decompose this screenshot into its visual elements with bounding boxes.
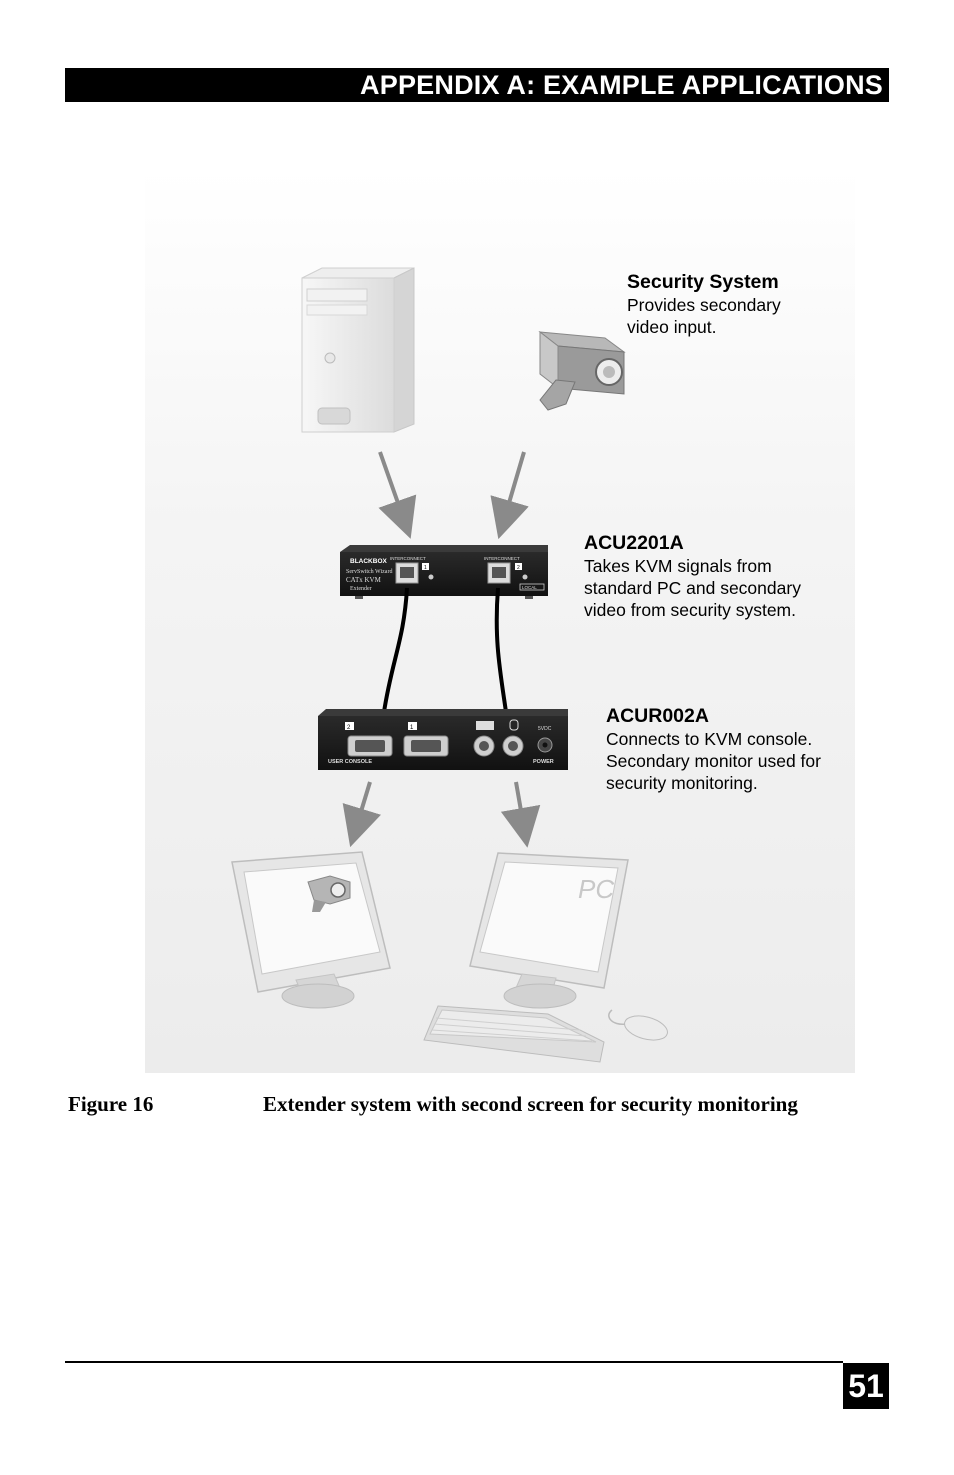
acur002a-title: ACUR002A [606, 705, 709, 727]
acur002a-device: 2 1 5VDC USER CONSOLE POWER [318, 709, 568, 770]
arrow-to-pc-monitor [500, 781, 541, 848]
figure-caption: Extender system with second screen for s… [263, 1092, 798, 1116]
pc-screen-text: PC [578, 874, 614, 904]
acur002a-label: ACUR002A Connects to KVM console. Second… [606, 704, 821, 794]
acu2201a-label: ACU2201A Takes KVM signals from standard… [584, 531, 801, 621]
device-line3: Extender [350, 586, 372, 592]
mouse-icon [608, 1009, 668, 1041]
security-monitor-icon [231, 851, 391, 1009]
power-label: POWER [533, 759, 554, 765]
figure-number: Figure 16 [68, 1092, 154, 1116]
acu2201a-device: BLACKBOX ServSwitch Wizard CATx KVM Exte… [340, 545, 548, 599]
arrow-pc-to-extender [378, 451, 417, 539]
acu2201a-title: ACU2201A [584, 532, 684, 554]
arrow-to-security-monitor [342, 781, 381, 848]
acu2201a-desc: Takes KVM signals from standard PC and s… [584, 556, 801, 620]
acur002a-desc: Connects to KVM console. Secondary monit… [606, 729, 821, 793]
interconnect-2-label: INTERCONNECT [484, 556, 520, 561]
security-system-title: Security System [627, 271, 779, 293]
security-camera-icon [538, 330, 626, 411]
security-system-label: Security System Provides secondary video… [627, 270, 781, 338]
interconnect-1-label: INTERCONNECT [390, 556, 426, 561]
security-system-desc: Provides secondary video input. [627, 295, 781, 337]
cable-left [382, 587, 409, 713]
port-1-number: 1 [424, 565, 427, 571]
local-label: LOCAL [522, 585, 537, 590]
page-number: 51 [843, 1363, 889, 1409]
port-2-number: 2 [517, 565, 520, 571]
arrow-camera-to-extender [490, 451, 529, 540]
device-line2: CATx KVM [346, 576, 382, 584]
cable-right [494, 587, 508, 713]
device-brand: BLACKBOX [350, 558, 387, 565]
pc-monitor-icon: PC [469, 852, 629, 1009]
device-line1: ServSwitch Wizard [346, 569, 392, 575]
pc-tower-icon [301, 267, 415, 433]
keyboard-icon [423, 1005, 605, 1063]
dc-label: 5VDC [538, 726, 552, 732]
page-header-bar: APPENDIX A: EXAMPLE APPLICATIONS [65, 68, 889, 102]
video-port-1-number: 1 [410, 725, 414, 731]
video-port-2-number: 2 [347, 725, 351, 731]
page-header-title: APPENDIX A: EXAMPLE APPLICATIONS [360, 69, 883, 100]
footer-rule [65, 1361, 843, 1363]
user-console-label: USER CONSOLE [328, 759, 372, 765]
